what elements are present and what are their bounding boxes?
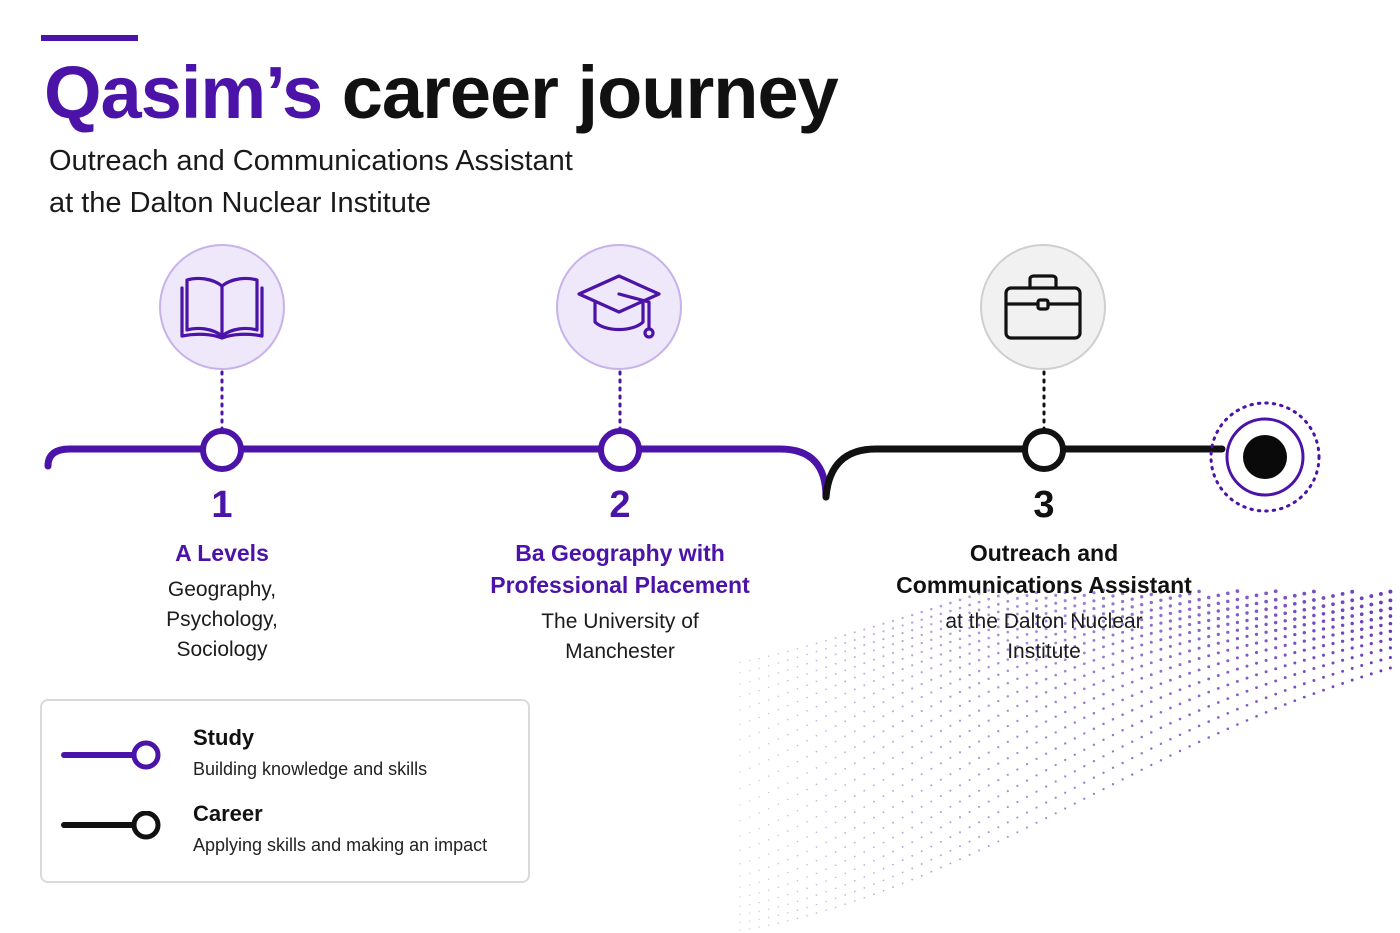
stage-2-description: The University of Manchester	[440, 607, 800, 667]
endpoint-target-icon	[1209, 401, 1321, 513]
stage-1-title: A Levels	[42, 537, 402, 569]
stage-2-description-line-2: Manchester	[565, 640, 675, 663]
stage-2-icon-circle	[556, 244, 682, 370]
study-line-icon	[61, 740, 161, 770]
legend: Study Building knowledge and skills Care…	[40, 699, 530, 883]
legend-career-label: Career	[193, 801, 263, 826]
stage-2-number: 2	[609, 484, 631, 526]
stage-1-description-line-3: Sociology	[176, 638, 268, 661]
legend-study-description: Building knowledge and skills	[193, 759, 428, 779]
title-name: Qasim’s	[44, 51, 323, 134]
title-accent-bar	[41, 35, 138, 41]
stage-1: 1 A Levels Geography, Psychology, Sociol…	[42, 483, 402, 665]
legend-study-label: Study	[193, 725, 255, 750]
stage-1-number: 1	[211, 484, 233, 526]
decorative-dot-wave	[739, 588, 1393, 931]
subtitle: Outreach and Communications Assistant at…	[49, 140, 573, 224]
title-rest: career journey	[341, 51, 839, 134]
stage-1-description-line-1: Geography,	[167, 578, 277, 601]
book-icon	[180, 276, 264, 340]
briefcase-icon	[1004, 274, 1082, 340]
milestone-node-1	[200, 428, 244, 472]
stage-3-description: at the Dalton Nuclear Institute	[864, 607, 1224, 667]
stage-2-title-line-2: Professional Placement	[490, 572, 750, 598]
study-track	[44, 445, 830, 501]
subtitle-line-1: Outreach and Communications Assistant	[49, 145, 573, 177]
stage-2: 2 Ba Geography with Professional Placeme…	[440, 483, 800, 667]
career-line-icon	[61, 811, 161, 840]
milestone-node-3	[1022, 428, 1066, 472]
stage-3-icon-circle	[980, 244, 1106, 370]
subtitle-line-2: at the Dalton Nuclear Institute	[49, 187, 432, 219]
stage-3-title-line-2: Communications Assistant	[896, 572, 1192, 598]
stage-1-description: Geography, Psychology, Sociology	[42, 575, 402, 665]
stage-2-description-line-1: The University of	[541, 610, 699, 633]
stage-3-description-line-2: Institute	[1007, 640, 1081, 663]
stage-3: 3 Outreach and Communications Assistant …	[864, 483, 1224, 667]
stage-1-description-line-2: Psychology,	[166, 608, 278, 631]
stage-3-number: 3	[1033, 484, 1055, 526]
stage-2-title-line-1: Ba Geography with	[515, 540, 725, 566]
stage-1-title-line-1: A Levels	[175, 540, 269, 566]
stage-3-title: Outreach and Communications Assistant	[864, 537, 1224, 601]
stage-1-icon-circle	[159, 244, 285, 370]
career-track	[822, 445, 1226, 501]
milestone-node-2	[598, 428, 642, 472]
stage-3-title-line-1: Outreach and	[969, 540, 1119, 566]
graduation-cap-icon	[577, 274, 661, 339]
stage-2-title: Ba Geography with Professional Placement	[440, 537, 800, 601]
page-title: Qasim’s career journey	[44, 51, 839, 134]
legend-career-description: Applying skills and making an impact	[193, 835, 488, 855]
stage-3-description-line-1: at the Dalton Nuclear	[945, 610, 1143, 633]
